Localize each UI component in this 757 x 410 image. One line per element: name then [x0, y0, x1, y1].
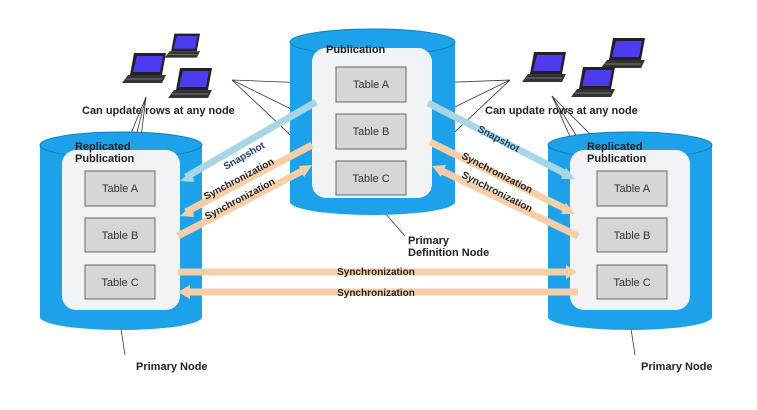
table-c: Table C	[613, 277, 650, 289]
clients-right: Can update rows at any node	[485, 37, 646, 117]
replicated-publication-title-2: Publication	[75, 153, 135, 165]
replicated-publication-title-2: Publication	[587, 153, 647, 165]
right-primary-node-label: Primary Node	[641, 361, 713, 373]
laptop-icon	[164, 33, 201, 59]
arrows	[176, 98, 580, 299]
table-a: Table A	[614, 183, 651, 195]
laptop-icon	[121, 52, 167, 84]
table-a: Table A	[102, 183, 139, 195]
laptop-icon	[167, 67, 213, 99]
clients-left: Can update rows at any node	[82, 33, 235, 117]
table-b: Table B	[102, 230, 139, 242]
left-primary-node-label: Primary Node	[136, 361, 208, 373]
sync-arrow-right-2	[438, 166, 580, 240]
snapshot-arrow-left	[184, 98, 318, 181]
snapshot-label-right: Snapshot	[476, 124, 522, 155]
primary-definition-node-label: Primary	[408, 235, 450, 247]
replicated-publication-title: Replicated	[75, 141, 131, 153]
table-c: Table C	[101, 277, 138, 289]
publication-title: Publication	[326, 44, 386, 56]
primary-definition-node-label-2: Definition Node	[408, 247, 489, 259]
replicated-publication-title: Replicated	[587, 141, 643, 153]
can-update-label-right: Can update rows at any node	[485, 105, 638, 117]
left-primary-node-database: Replicated Publication Table A Table B T…	[39, 131, 203, 330]
laptop-icon	[570, 66, 616, 98]
primary-definition-node-database: Publication Table A Table B Table C	[289, 28, 456, 215]
sync-label-horizontal-1: Synchronization	[337, 267, 415, 278]
sync-arrow-right-1	[428, 138, 570, 214]
sync-label-horizontal-2: Synchronization	[337, 288, 415, 299]
laptop-icon	[521, 51, 567, 83]
table-b: Table B	[614, 230, 651, 242]
can-update-label-left: Can update rows at any node	[82, 105, 235, 117]
sync-arrow-left-1	[184, 141, 314, 216]
snapshot-arrow-right	[426, 99, 570, 179]
table-b: Table B	[353, 126, 390, 138]
laptop-icon	[600, 37, 646, 69]
table-c: Table C	[352, 173, 389, 185]
table-a: Table A	[353, 79, 390, 91]
sync-arrow-left-2	[176, 166, 306, 240]
